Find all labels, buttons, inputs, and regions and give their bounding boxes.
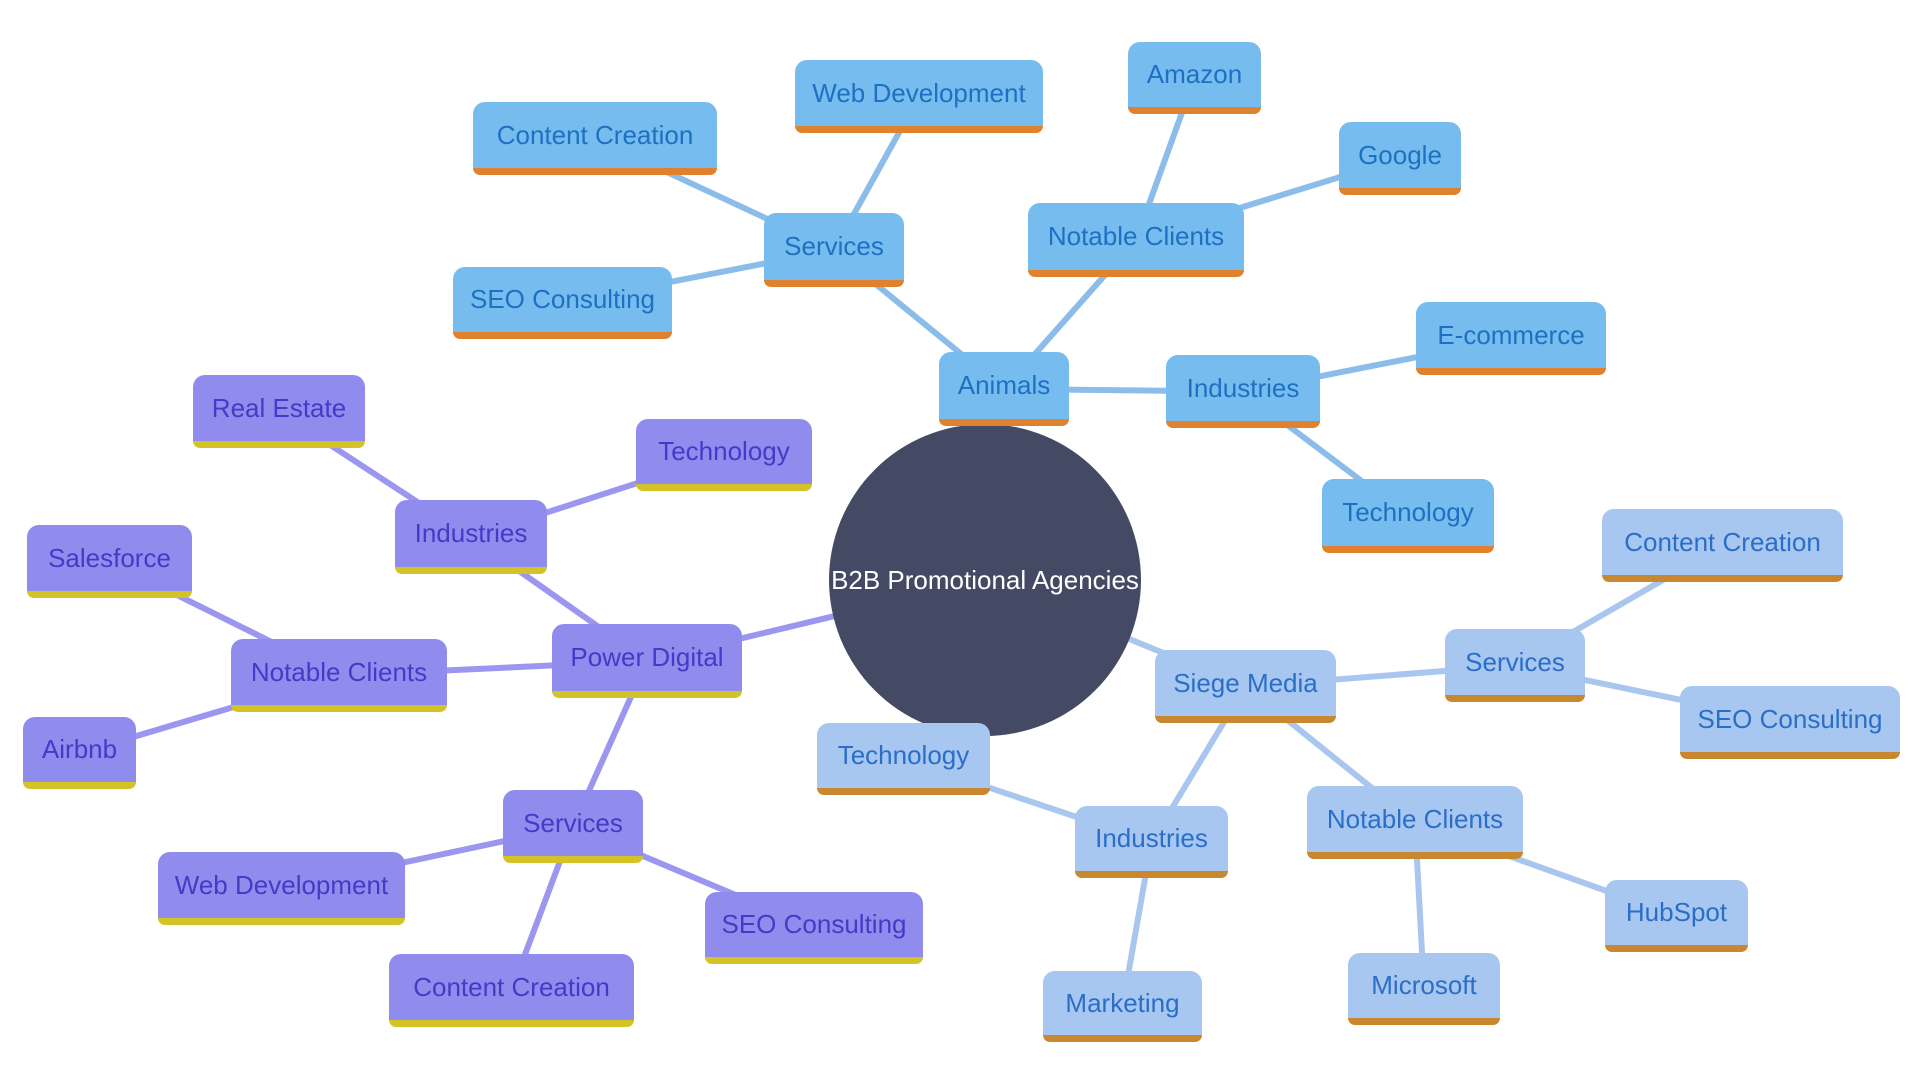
node-notable-clients-s[interactable]: Notable Clients (1307, 786, 1523, 859)
node-marketing[interactable]: Marketing (1043, 971, 1202, 1042)
node-power-digital[interactable]: Power Digital (552, 624, 742, 698)
node-content-creation-s[interactable]: Content Creation (1602, 509, 1843, 582)
node-seo-consulting-p[interactable]: SEO Consulting (705, 892, 923, 964)
node-siege-media[interactable]: Siege Media (1155, 650, 1336, 723)
node-technology-s[interactable]: Technology (817, 723, 990, 795)
node-industries-p[interactable]: Industries (395, 500, 547, 574)
node-industries-s[interactable]: Industries (1075, 806, 1228, 878)
node-animals[interactable]: Animals (939, 352, 1069, 426)
node-technology-p[interactable]: Technology (636, 419, 812, 491)
node-salesforce[interactable]: Salesforce (27, 525, 192, 598)
node-e-commerce[interactable]: E-commerce (1416, 302, 1606, 375)
node-notable-clients-p[interactable]: Notable Clients (231, 639, 447, 712)
node-hubspot[interactable]: HubSpot (1605, 880, 1748, 952)
node-notable-clients-a[interactable]: Notable Clients (1028, 203, 1244, 277)
node-microsoft[interactable]: Microsoft (1348, 953, 1500, 1025)
node-content-creation-p[interactable]: Content Creation (389, 954, 634, 1027)
node-technology-a[interactable]: Technology (1322, 479, 1494, 553)
node-industries-a[interactable]: Industries (1166, 355, 1320, 428)
node-seo-consulting-s[interactable]: SEO Consulting (1680, 686, 1900, 759)
node-services-s[interactable]: Services (1445, 629, 1585, 702)
node-center[interactable]: B2B Promotional Agencies (829, 424, 1141, 736)
node-services-a[interactable]: Services (764, 213, 904, 287)
node-real-estate[interactable]: Real Estate (193, 375, 365, 448)
node-google[interactable]: Google (1339, 122, 1461, 195)
node-content-creation-a[interactable]: Content Creation (473, 102, 717, 175)
node-services-p[interactable]: Services (503, 790, 643, 863)
node-web-development-p[interactable]: Web Development (158, 852, 405, 925)
node-amazon[interactable]: Amazon (1128, 42, 1261, 114)
node-airbnb[interactable]: Airbnb (23, 717, 136, 789)
node-web-development-a[interactable]: Web Development (795, 60, 1043, 133)
node-seo-consulting-a[interactable]: SEO Consulting (453, 267, 672, 339)
